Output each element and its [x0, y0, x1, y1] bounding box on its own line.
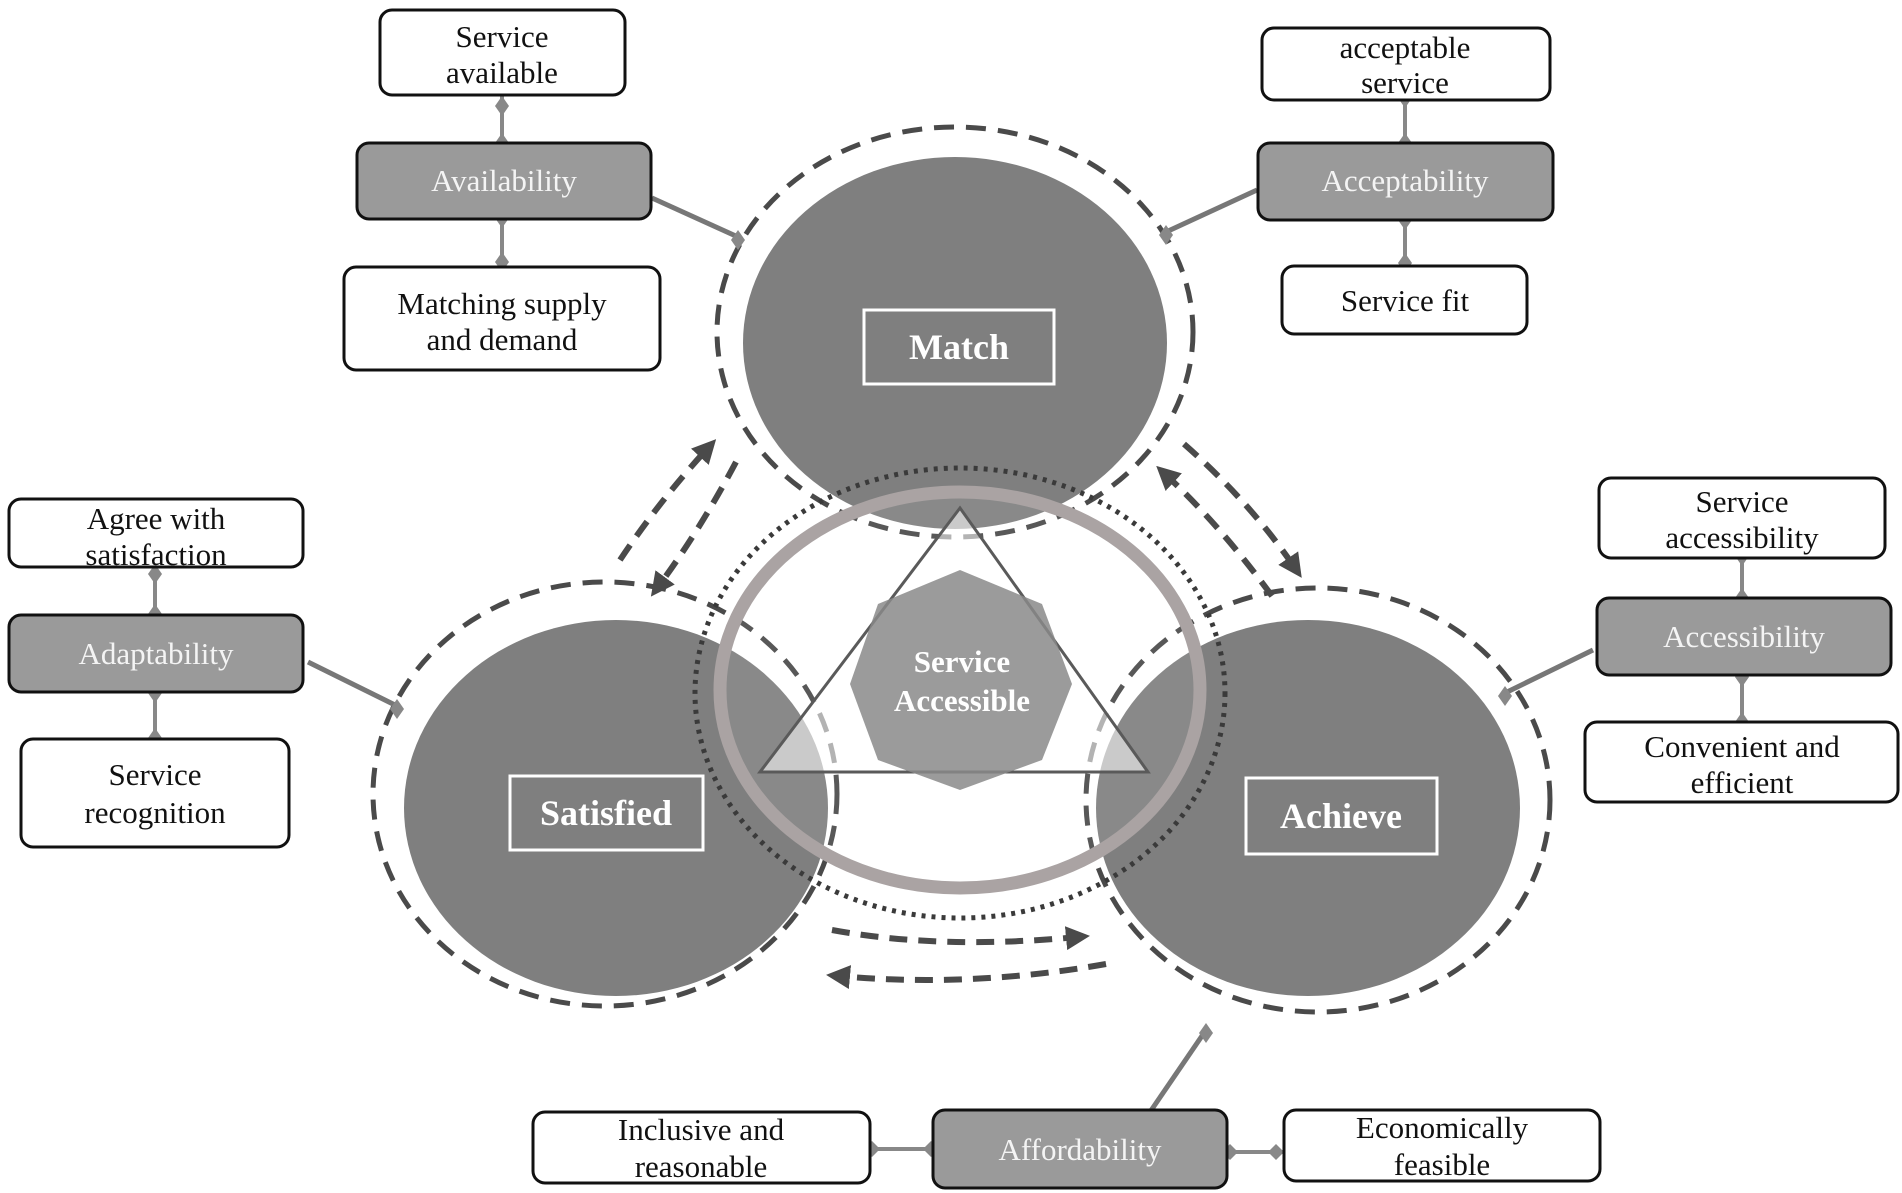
- accessibility-top-text: accessibility: [1665, 520, 1819, 555]
- adaptability-box: [7, 613, 305, 694]
- acceptability-bottom-text: Service fit: [1341, 283, 1470, 318]
- availability-label: Availability: [431, 163, 577, 198]
- main-circles: [404, 157, 1520, 996]
- dashed-boundaries: [370, 124, 1553, 1015]
- acceptability-top-box: [1260, 26, 1552, 102]
- center-octagon: [850, 570, 1072, 790]
- affordability-right-box: [1282, 1108, 1602, 1183]
- accessibility-group: Service accessibility Accessibility Conv…: [1583, 476, 1900, 804]
- adaptability-top-text: satisfaction: [85, 537, 227, 572]
- accessibility-bottom-text: efficient: [1691, 765, 1794, 800]
- adaptability-top-box: [7, 497, 305, 569]
- adaptability-label: Adaptability: [79, 636, 234, 671]
- affordability-link-node: [1268, 1144, 1284, 1160]
- match-label: Match: [909, 327, 1009, 367]
- adaptability-link-node: [148, 564, 162, 584]
- adaptability-connector-end: [390, 699, 404, 719]
- accessibility-bottom-box: [1583, 720, 1900, 804]
- arrow-match-to-achieve: [1182, 441, 1302, 578]
- acceptability-top-text: acceptable: [1340, 30, 1471, 65]
- availability-connector-end: [731, 230, 745, 250]
- match-dashed-boundary: [714, 124, 1196, 540]
- acceptability-connector-end: [1159, 225, 1173, 245]
- acceptability-label: Acceptability: [1322, 163, 1489, 198]
- accessibility-connector: [1503, 647, 1595, 696]
- affordability-connector-end: [1199, 1023, 1213, 1043]
- accessibility-top-box: [1597, 476, 1887, 560]
- accessibility-bottom-text: Convenient and: [1644, 729, 1840, 764]
- availability-link-node: [495, 96, 509, 116]
- satisfied-label: Satisfied: [540, 793, 672, 833]
- accessibility-box: [1595, 596, 1893, 677]
- circle-labels: Match Satisfied Achieve: [508, 308, 1439, 856]
- achieve-label-frame: [1244, 776, 1439, 856]
- match-label-frame: [862, 308, 1056, 386]
- acceptability-group: acceptable service Acceptability Service…: [1256, 26, 1555, 336]
- affordability-group: Inclusive and reasonable Affordability E…: [531, 1108, 1602, 1190]
- arrow-satisfied-to-match: [617, 439, 717, 562]
- affordability-left-text: Inclusive and: [618, 1112, 785, 1147]
- availability-top-box: [378, 8, 627, 97]
- adaptability-connector: [306, 659, 399, 709]
- affordability-right-text: Economically: [1356, 1110, 1529, 1145]
- arrow-achieve-to-satisfied: [826, 961, 1107, 990]
- adaptability-top-text: Agree with: [87, 501, 226, 536]
- availability-bottom-box: [342, 265, 662, 372]
- acceptability-box: [1256, 141, 1555, 222]
- affordability-label: Affordability: [998, 1132, 1162, 1167]
- acceptability-connector: [1164, 187, 1259, 235]
- acceptability-top-text: service: [1361, 65, 1449, 100]
- arrow-satisfied-to-achieve: [831, 926, 1090, 951]
- affordability-left-box: [531, 1110, 872, 1185]
- availability-box: [355, 141, 653, 221]
- satisfied-label-frame: [508, 774, 705, 852]
- availability-top-text: available: [446, 55, 558, 90]
- match-circle: [743, 157, 1167, 529]
- accessibility-label: Accessibility: [1663, 619, 1825, 654]
- adaptability-bottom-text: Service: [109, 757, 202, 792]
- center-label-line1: Service: [914, 644, 1010, 679]
- satisfied-dashed-boundary: [370, 579, 840, 1009]
- center-label-line2: Accessible: [894, 683, 1030, 718]
- affordability-right-text: feasible: [1394, 1147, 1490, 1182]
- availability-bottom-text: and demand: [427, 322, 578, 357]
- affordability-left-text: reasonable: [635, 1149, 768, 1184]
- adaptability-bottom-text: recognition: [84, 795, 226, 830]
- accessibility-top-text: Service: [1696, 484, 1789, 519]
- availability-top-text: Service: [456, 19, 549, 54]
- arrow-match-to-satisfied: [650, 460, 739, 597]
- affordability-box: [931, 1108, 1229, 1190]
- dimension-connectors: [306, 187, 1595, 1114]
- achieve-label: Achieve: [1280, 796, 1402, 836]
- achieve-dashed-boundary: [1083, 585, 1553, 1015]
- availability-connector: [650, 195, 740, 240]
- adaptability-bottom-box: [19, 737, 291, 849]
- availability-bottom-text: Matching supply: [397, 286, 607, 321]
- affordability-connector: [1147, 1028, 1209, 1114]
- arrow-achieve-to-match: [1156, 465, 1275, 598]
- accessibility-connector-end: [1498, 686, 1512, 706]
- adaptability-group: Agree with satisfaction Adaptability Ser…: [7, 497, 305, 849]
- availability-group: Service available Availability Matching …: [342, 8, 662, 372]
- cycle-arrows: [617, 439, 1302, 990]
- acceptability-bottom-box: [1280, 264, 1529, 336]
- center-ring-group: Service Accessible: [692, 465, 1228, 921]
- center-dotted-ring: [692, 465, 1228, 921]
